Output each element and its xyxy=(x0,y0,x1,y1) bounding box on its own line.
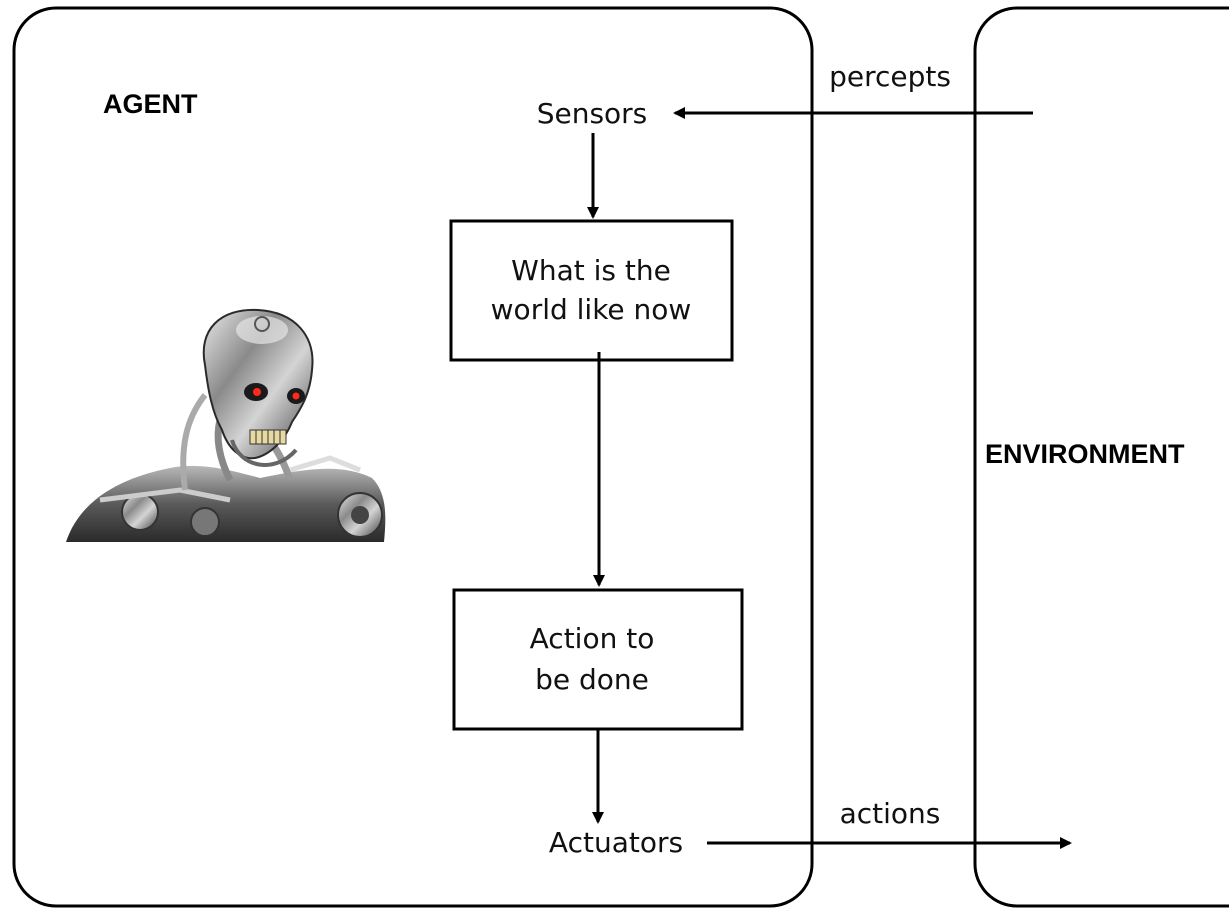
environment-title: ENVIRONMENT xyxy=(985,439,1185,469)
environment-container xyxy=(973,6,1229,908)
world-state-line1: What is the xyxy=(511,254,671,287)
actuators-label: Actuators xyxy=(549,826,683,859)
robot-eye-left xyxy=(253,388,261,396)
agent-container xyxy=(12,6,814,908)
robot-image xyxy=(66,308,386,542)
world-state-box xyxy=(449,219,734,362)
action-line1: Action to xyxy=(530,622,655,655)
agent-title: AGENT xyxy=(103,89,198,119)
robot-eye-right xyxy=(292,392,300,400)
sensors-label: Sensors xyxy=(537,97,648,130)
percepts-label: percepts xyxy=(829,60,951,93)
action-line2: be done xyxy=(535,663,649,696)
world-state-line2: world like now xyxy=(491,293,692,326)
actions-label: actions xyxy=(840,797,941,830)
action-box xyxy=(452,588,744,731)
